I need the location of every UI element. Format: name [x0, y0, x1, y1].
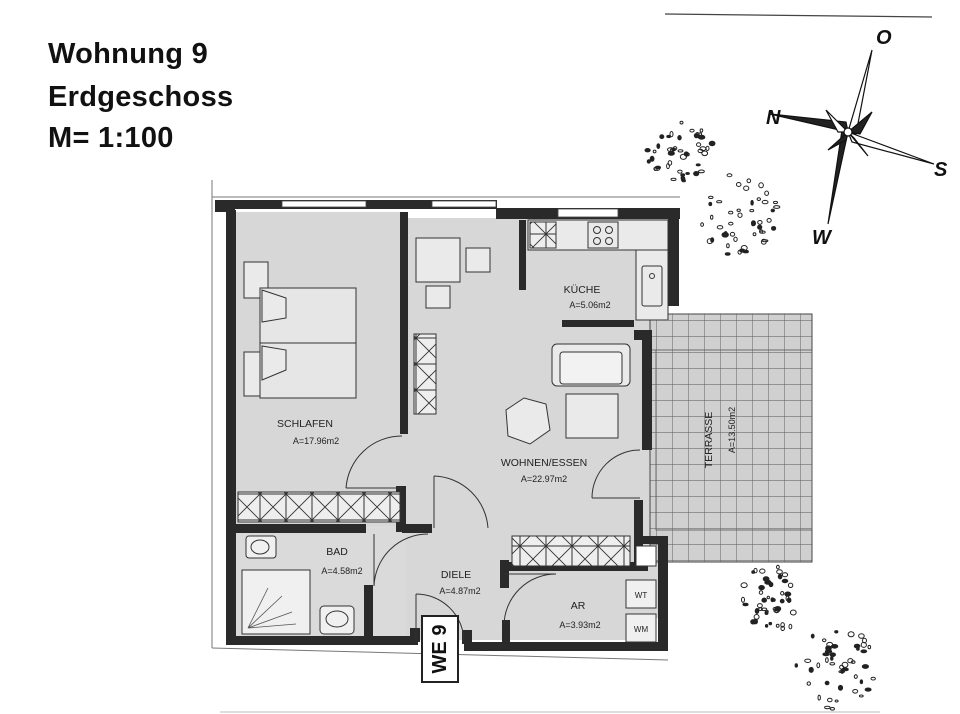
storage-fixtures: WT WM	[625, 545, 657, 643]
compass-label-west: N	[766, 107, 781, 129]
sideboard	[413, 333, 437, 415]
window-kitchen	[557, 208, 619, 218]
door-swing-hall	[433, 475, 489, 529]
room-name-schlafen: SCHLAFEN	[277, 418, 333, 430]
wall-kitchen-bottom	[562, 320, 634, 327]
wt-fixture	[625, 579, 657, 609]
wall-bedroom-right	[400, 212, 408, 434]
wall-right-lower	[658, 540, 668, 650]
dining-table	[415, 237, 461, 283]
wall-hall-top	[402, 524, 432, 533]
kitchen-furniture	[527, 219, 669, 321]
bathroom-fixtures	[241, 535, 355, 635]
shrub-1	[644, 120, 716, 183]
wall-bottom-right	[464, 642, 668, 651]
room-area-kueche: A=5.06m2	[569, 300, 610, 310]
compass-label-east: W	[812, 227, 833, 249]
wall-door-jamb-left	[410, 628, 420, 642]
door-swing-entrance	[415, 593, 465, 643]
floor-label: Erdgeschoss	[48, 81, 234, 113]
armchair	[505, 397, 551, 445]
wall-shaft	[634, 536, 668, 544]
wall-kitchen-left	[519, 220, 526, 290]
hall-wardrobe	[511, 535, 631, 567]
room-area-bad: A=4.58m2	[321, 566, 362, 576]
sheet-border-line	[664, 13, 933, 18]
wall-door-jamb-right	[462, 630, 472, 644]
living-furniture	[413, 237, 631, 567]
sink	[641, 265, 663, 307]
wall-living-right-lower	[634, 500, 643, 570]
door-swing-storage	[503, 573, 557, 627]
washbasin	[319, 605, 355, 635]
shrub-4	[794, 630, 876, 711]
dining-chair-bottom	[425, 285, 451, 309]
wall-terrace-left	[642, 335, 652, 450]
bedroom-furniture	[237, 261, 401, 523]
wall-bath-top	[236, 524, 366, 533]
wall-bath-stub	[396, 486, 406, 532]
room-area-diele: A=4.87m2	[439, 586, 480, 596]
door-swing-terrace	[591, 449, 641, 499]
room-name-wohnen: WOHNEN/ESSEN	[501, 457, 587, 469]
compass-needle-west	[769, 113, 849, 133]
nightstand-top	[243, 261, 269, 299]
shrubs	[644, 120, 876, 711]
terrace	[649, 313, 813, 563]
pillow-1	[261, 289, 287, 323]
compass-needle-east	[846, 130, 935, 165]
entrance-label: WE 9	[429, 625, 451, 674]
wall-storage-left-lower	[502, 620, 510, 646]
room-name-kueche: KÜCHE	[564, 284, 601, 296]
room-name-ar: AR	[571, 600, 586, 612]
room-labels: SCHLAFEN A=17.96m2 KÜCHE A=5.06m2 WOHNEN…	[277, 284, 737, 630]
wall-bottom-left	[226, 636, 418, 645]
wall-bath-right	[364, 585, 373, 640]
toilet	[245, 535, 277, 559]
pillow-2	[261, 345, 287, 381]
shrub-3	[740, 564, 797, 632]
stove	[587, 221, 619, 249]
entrance-box	[421, 615, 459, 683]
windows	[281, 200, 619, 218]
room-name-terrasse: TERRASSE	[703, 412, 715, 469]
wall-right-kitchen	[668, 210, 679, 306]
room-area-ar: A=3.93m2	[559, 620, 600, 630]
compass: O N S W	[766, 27, 948, 249]
compass-label-north: O	[876, 27, 892, 49]
wm-fixture	[625, 613, 657, 643]
plan-title: Wohnung 9	[48, 38, 209, 70]
dining-chair-right	[465, 247, 491, 273]
window-bedroom	[281, 200, 367, 208]
coffee-table	[565, 393, 619, 439]
door-swing-bedroom	[345, 435, 403, 489]
room-name-diele: DIELE	[441, 569, 471, 581]
compass-label-south: S	[934, 159, 948, 181]
door-swings	[345, 435, 641, 643]
room-area-schlafen: A=17.96m2	[293, 436, 339, 446]
wm-label: WM	[634, 625, 649, 634]
room-area-wohnen: A=22.97m2	[521, 474, 567, 484]
wardrobe	[237, 491, 401, 523]
door-swing-bath	[373, 533, 429, 587]
scale-label: M= 1:100	[48, 122, 174, 154]
room-area-terrasse: A=13.50m2	[727, 407, 737, 453]
entrance: WE 9	[421, 615, 459, 683]
room-name-bad: BAD	[326, 546, 348, 558]
shrub-2	[700, 173, 781, 256]
shaft	[635, 545, 657, 567]
wt-label: WT	[635, 591, 648, 600]
wall-left	[226, 210, 236, 640]
window-living	[431, 200, 497, 208]
